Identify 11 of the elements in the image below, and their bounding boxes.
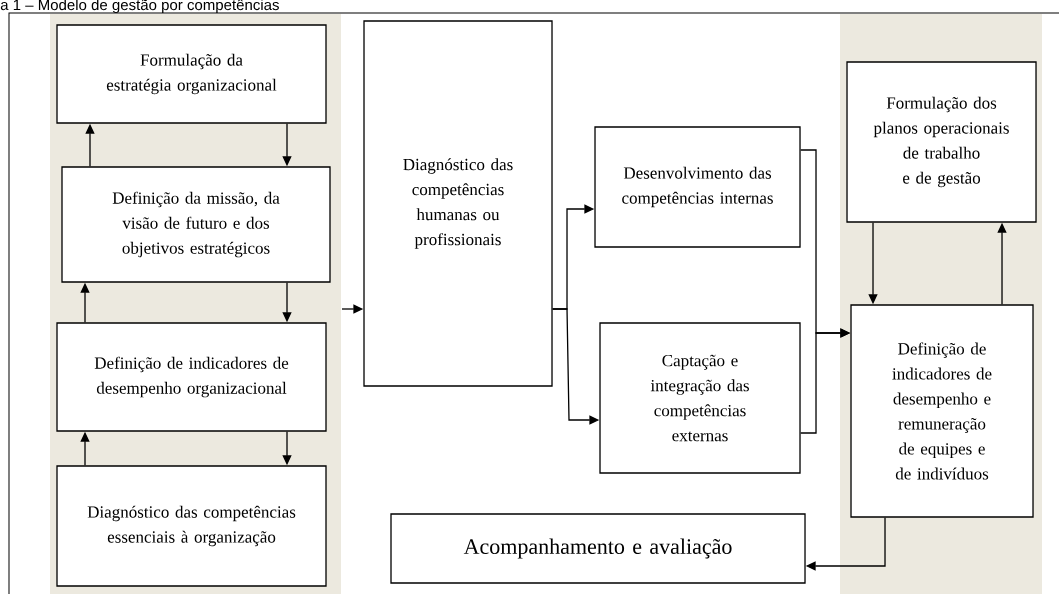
- process-box: Definição de indicadores de desempenho e remuneração de equipes e de indivíduos: [850, 304, 1034, 518]
- process-box: Desenvolvimento das competências internas: [594, 126, 801, 248]
- title: a 1 – Modelo de gestão por competências: [0, 0, 279, 14]
- process-box: Definição de indicadores de desempenho organizacional: [56, 322, 327, 432]
- process-box: Formulação da estratégia organizacional: [56, 24, 327, 124]
- process-box: Formulação dos planos operacionais de trabalho e de gestão: [846, 61, 1037, 223]
- process-box: Diagnóstico das competências essenciais à organização: [56, 465, 327, 587]
- process-box: Captação e integração das competências externas: [599, 322, 801, 474]
- process-box: Acompanhamento e avaliação: [390, 513, 806, 584]
- process-box: Diagnóstico das competências humanas ou profissionais: [363, 20, 553, 387]
- process-box: Definição da missão, da visão de futuro e dos objetivos estratégicos: [61, 166, 331, 283]
